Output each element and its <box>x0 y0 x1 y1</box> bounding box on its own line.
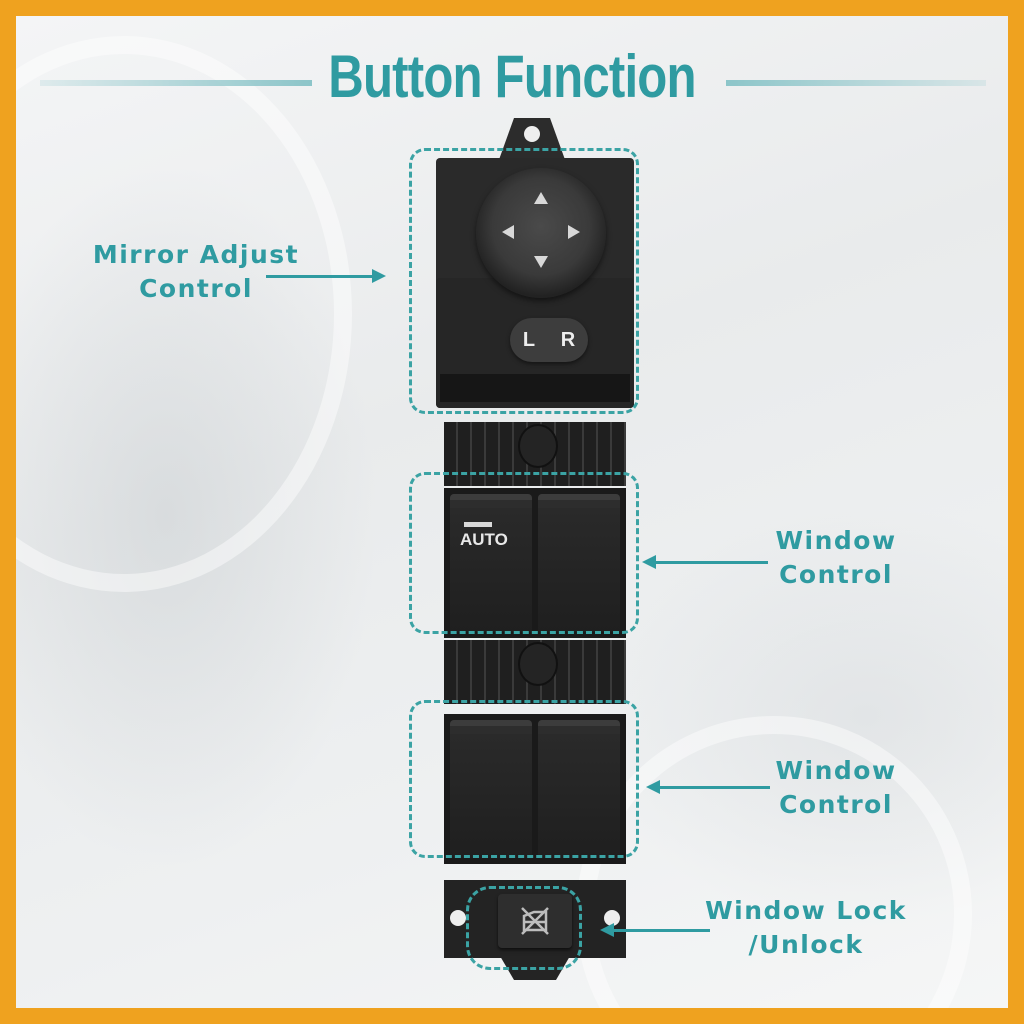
screw-boss-cross <box>518 642 558 686</box>
mirror-control-housing: L R <box>436 158 634 408</box>
callout-line1: Window <box>775 756 897 785</box>
arrow-left-icon <box>600 923 710 937</box>
arrow-left-icon <box>502 225 514 239</box>
window-lock-icon <box>521 907 549 935</box>
callout-window-control-1: Window Control <box>756 524 916 592</box>
arrow-down-icon <box>534 256 548 268</box>
page-title: Button Function <box>328 43 696 110</box>
background-steering-arc <box>16 36 352 592</box>
mirror-joystick[interactable] <box>476 168 606 298</box>
callout-line1: Mirror Adjust <box>92 240 300 269</box>
arrow-left-icon <box>642 555 768 569</box>
window-control-highlight-1 <box>409 472 639 634</box>
title-rule-left <box>40 80 312 86</box>
rear-right-window-rocker[interactable] <box>538 720 620 858</box>
mirror-control-highlight <box>409 148 639 414</box>
arrow-left-icon <box>646 780 770 794</box>
screw-boss <box>518 424 558 468</box>
window-control-highlight-2 <box>409 700 639 858</box>
housing-strip <box>440 374 630 402</box>
callout-line2: Control <box>139 274 253 303</box>
auto-label: AUTO <box>460 530 508 549</box>
callout-line1: Window Lock <box>705 896 907 925</box>
mounting-hole-right <box>604 910 620 926</box>
arrow-up-icon <box>534 192 548 204</box>
rib-section-upper <box>444 422 626 486</box>
callout-window-lock: Window Lock /Unlock <box>696 894 916 962</box>
callout-line2: Control <box>779 790 893 819</box>
driver-window-rocker[interactable]: AUTO <box>450 494 532 632</box>
window-rocker-bank-front: AUTO <box>444 488 626 638</box>
title-rule-right <box>726 80 986 86</box>
callout-line1: Window <box>775 526 897 555</box>
callout-line2: Control <box>779 560 893 589</box>
arrow-right-icon <box>266 269 386 283</box>
mounting-hole-left <box>450 910 466 926</box>
callout-window-control-2: Window Control <box>756 754 916 822</box>
window-rocker-bank-rear <box>444 714 626 864</box>
power-window-switch: L R AUTO <box>428 118 642 980</box>
background-canvas: Button Function L R AUTO <box>16 16 1008 1008</box>
arrow-right-icon <box>568 225 580 239</box>
mirror-left-label: L <box>522 328 536 351</box>
auto-indicator-bar <box>464 522 492 527</box>
mirror-right-label: R <box>560 328 576 351</box>
rib-section-lower <box>444 640 626 704</box>
mirror-lr-selector[interactable]: L R <box>510 318 588 362</box>
rear-left-window-rocker[interactable] <box>450 720 532 858</box>
callout-mirror-adjust: Mirror Adjust Control <box>86 238 306 306</box>
window-lock-highlight <box>466 886 582 970</box>
callout-line2: /Unlock <box>748 930 864 959</box>
passenger-window-rocker[interactable] <box>538 494 620 632</box>
mounting-hole <box>524 126 540 142</box>
